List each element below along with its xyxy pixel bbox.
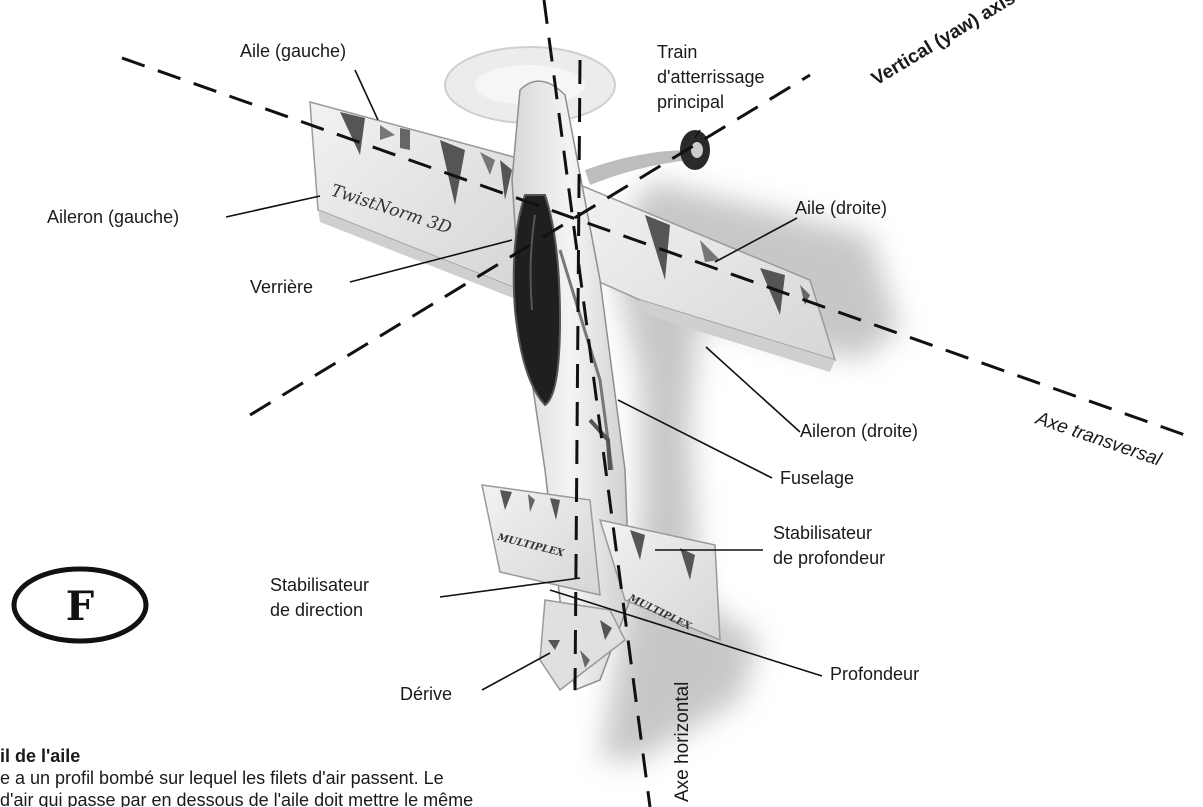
leader-derive — [481, 652, 551, 691]
label-fuselage: Fuselage — [780, 468, 855, 488]
canopy — [512, 194, 562, 407]
label-aileron-gauche: Aileron (gauche) — [47, 207, 180, 227]
paragraph-heading: il de l'aile — [0, 746, 81, 766]
wing-right — [579, 183, 837, 372]
paragraph-line-2: d'air qui passe par en dessous de l'aile… — [0, 790, 474, 807]
axis-line-horizontal — [542, 0, 652, 807]
rudder-fin — [539, 599, 626, 692]
wing-profile-paragraph: il de l'aile e a un profil bombé sur leq… — [0, 745, 645, 807]
leader-fuselage — [617, 399, 773, 479]
label-stab-profondeur: Stabilisateur de profondeur — [773, 523, 886, 568]
label-profondeur: Profondeur — [830, 664, 920, 684]
wing-left — [309, 101, 526, 300]
label-train: Train d'atterrissage principal — [657, 42, 765, 112]
stabilizer-left — [481, 484, 601, 596]
label-stab-direction: Stabilisateur de direction — [270, 575, 370, 620]
leader-stab-direction — [439, 577, 581, 598]
paragraph-line-1: e a un profil bombé sur lequel les filet… — [0, 768, 444, 788]
leader-aileron-droite — [705, 346, 801, 433]
svg-text:F: F — [66, 583, 94, 630]
leader-verriere — [349, 239, 513, 283]
label-verriere: Verrière — [250, 277, 314, 297]
axis-line-tail — [573, 59, 582, 691]
main-landing-gear — [585, 130, 710, 185]
leader-profondeur — [549, 589, 823, 677]
label-aileron-droite: Aileron (droite) — [800, 421, 919, 441]
leader-aile-droite — [714, 217, 798, 263]
label-aile-droite: Aile (droite) — [795, 198, 888, 218]
leader-aile-gauche — [354, 69, 379, 121]
axis-label-horizontal: Axe horizontal — [672, 681, 693, 802]
leader-train — [694, 129, 701, 139]
language-logo-f: F — [11, 566, 149, 644]
label-derive: Dérive — [400, 684, 453, 704]
leader-aileron-gauche — [225, 195, 321, 218]
label-aile-gauche: Aile (gauche) — [240, 41, 347, 61]
axis-lines — [121, 0, 1186, 807]
leader-lines — [225, 69, 823, 691]
axis-line-vertical — [249, 73, 811, 417]
